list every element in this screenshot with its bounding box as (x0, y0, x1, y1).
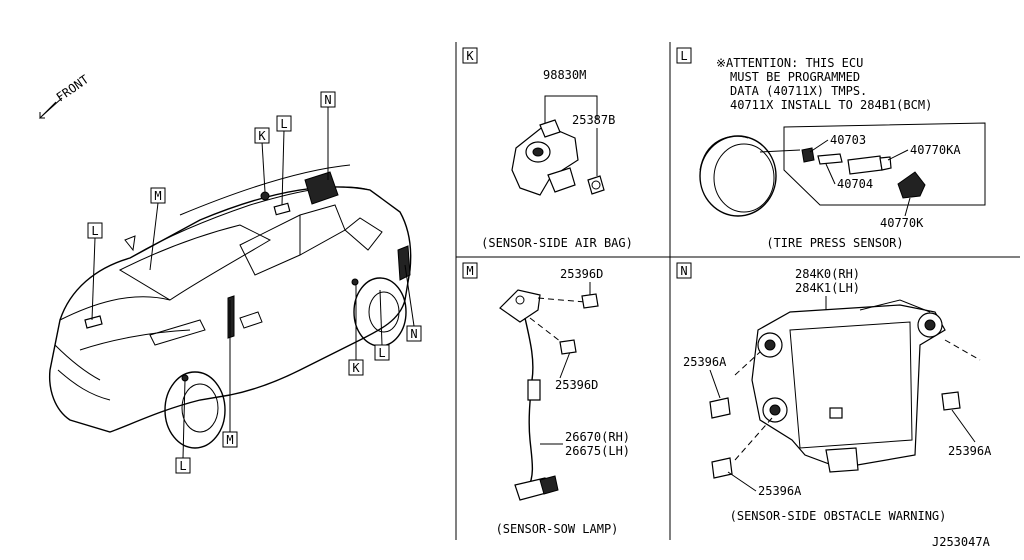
part-40770ka: 40770KA (910, 143, 961, 157)
panel-m-caption: (SENSOR-SOW LAMP) (496, 522, 619, 536)
callout-boxes: N K L M L M L K L N (87, 91, 422, 474)
part-98830m: 98830M (543, 68, 586, 82)
vehicle-illustration (48, 164, 412, 449)
diagram-id: J253047A (932, 535, 991, 549)
part-40703: 40703 (830, 133, 866, 147)
callout-k-bottom: K (352, 361, 360, 375)
panel-n-caption: (SENSOR-SIDE OBSTACLE WARNING) (730, 509, 947, 523)
part-284k0-rh: 284K0(RH) (795, 267, 860, 281)
part-26670-rh: 26670(RH) (565, 430, 630, 444)
front-indicator: FRONT (38, 72, 92, 119)
part-25396a-right: 25396A (948, 444, 992, 458)
callout-leaders (91, 107, 415, 459)
panel-m: M 25396D 25396D 26670(RH) 26675(LH) (SEN… (462, 262, 630, 536)
panel-l: L ※ATTENTION: THIS ECU MUST BE PROGRAMME… (676, 47, 986, 250)
part-25396a-left: 25396A (683, 355, 727, 369)
callout-n-rear: N (410, 327, 417, 341)
part-25387b: 25387B (572, 113, 615, 127)
attention-line-1: ※ATTENTION: THIS ECU (716, 56, 863, 70)
part-25396a-bottom: 25396A (758, 484, 802, 498)
part-25396d-bottom: 25396D (555, 378, 598, 392)
callout-l-left: L (91, 224, 98, 238)
panel-l-caption: (TIRE PRESS SENSOR) (766, 236, 903, 250)
callout-m-top: M (154, 189, 161, 203)
callout-l-rear: L (378, 346, 385, 360)
callout-n-top: N (324, 93, 331, 107)
panel-k-letter: K (466, 49, 474, 63)
callout-l-bottom: L (179, 459, 186, 473)
part-284k1-lh: 284K1(LH) (795, 281, 860, 295)
panel-n: N 284K0(RH) 284K1(LH) 25396A 25396A 2539… (676, 262, 992, 523)
part-26675-lh: 26675(LH) (565, 444, 630, 458)
attention-line-2: MUST BE PROGRAMMED (730, 70, 860, 84)
panel-l-letter: L (680, 49, 687, 63)
part-25396d-top: 25396D (560, 267, 603, 281)
panel-k: K 98830M 25387B (SENSOR-SIDE AIR BAG) (462, 47, 633, 250)
callout-l-top: L (280, 117, 287, 131)
part-40770k: 40770K (880, 216, 924, 230)
attention-line-3: DATA (40711X) TMPS. (730, 84, 867, 98)
front-label: FRONT (54, 72, 92, 104)
panel-dividers (455, 42, 1020, 540)
panel-n-letter: N (680, 264, 687, 278)
attention-line-4: 40711X INSTALL TO 284B1(BCM) (730, 98, 932, 112)
part-40704: 40704 (837, 177, 873, 191)
panel-m-letter: M (466, 264, 473, 278)
callout-m-bottom: M (226, 433, 233, 447)
panel-k-caption: (SENSOR-SIDE AIR BAG) (481, 236, 633, 250)
callout-k-top: K (258, 129, 266, 143)
